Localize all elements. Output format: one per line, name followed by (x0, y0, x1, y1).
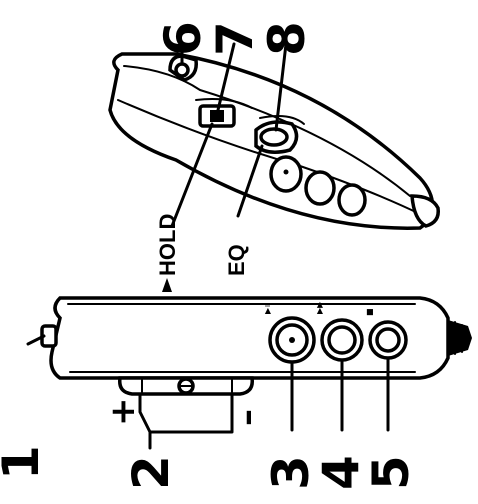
upper-button-3 (337, 183, 367, 217)
callout-number-8: 8 (258, 21, 316, 56)
leader-lines-upper (170, 42, 288, 228)
fast-forward-icon: ▶▶ (315, 301, 324, 314)
button-play-pause: ▶॥ (263, 303, 316, 364)
triangle-arrow-icon (162, 278, 172, 292)
eq-label: EQ (224, 244, 249, 276)
button-stop: ■ (365, 308, 408, 360)
volume-minus-label: – (227, 409, 267, 426)
remote-body-angled (108, 52, 440, 230)
callout-1: 1 (0, 445, 50, 480)
button-fast-forward: ▶▶ (315, 301, 364, 362)
play-pause-icon: ▶॥ (263, 303, 272, 314)
eq-button (254, 115, 305, 154)
cable-tip-upper (410, 194, 440, 228)
upper-button-2 (304, 170, 336, 206)
callout-number-6: 6 (154, 21, 212, 56)
callout-number-1: 1 (0, 445, 50, 480)
volume-rocker (118, 376, 254, 396)
cable-tip (448, 320, 472, 356)
callout-number-2: 2 (122, 455, 180, 490)
callout-number-3: 3 (262, 455, 320, 490)
stop-icon: ■ (365, 308, 374, 316)
hold-label: HOLD (155, 214, 180, 276)
callout-number-4: 4 (312, 455, 370, 490)
hold-label-group: HOLD (155, 214, 180, 292)
leader-lines-lower (26, 334, 390, 450)
callout-number-5: 5 (362, 455, 420, 490)
volume-plus-label: + (103, 398, 143, 427)
callout-number-7: 7 (206, 21, 264, 56)
